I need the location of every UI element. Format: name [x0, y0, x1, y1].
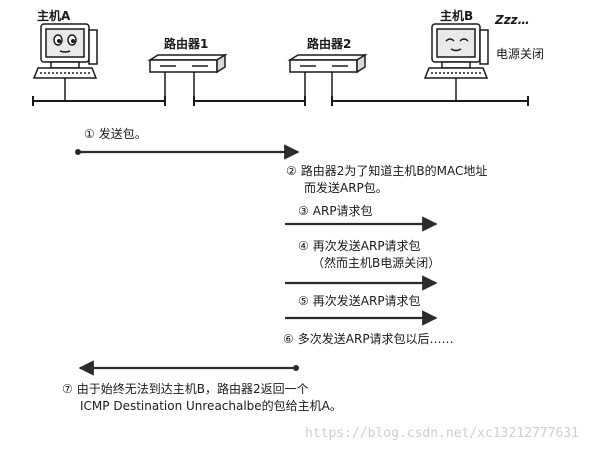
step-2-line-2: 而发送ARP包。 — [304, 181, 388, 195]
step-4-line-2: （然而主机B电源关闭） — [312, 256, 441, 270]
host-a-computer-icon — [32, 23, 98, 101]
arrow-step-7-origin — [293, 365, 299, 371]
watermark: https://blog.csdn.net/xc13212777631 — [305, 426, 579, 441]
step-2-line-1: 路由器2为了知道主机B的MAC地址 — [300, 164, 488, 178]
host-b-label: 主机B — [440, 9, 474, 23]
step-1-line-1: 发送包。 — [98, 127, 147, 141]
step-6-number: ⑥ — [283, 332, 294, 346]
step-4-line-1: 再次发送ARP请求包 — [312, 239, 421, 253]
step-7-number: ⑦ — [62, 382, 73, 396]
step-2-number: ② — [286, 164, 297, 178]
step-4-number: ④ — [298, 239, 309, 253]
sleep-mark: Zzz… — [495, 13, 530, 27]
host-b-computer-icon — [423, 23, 489, 101]
step-6-line-1: 多次发送ARP请求包以后…… — [297, 332, 454, 346]
step-1-number: ① — [84, 127, 95, 141]
host-b-status-label: 电源关闭 — [496, 47, 545, 61]
step-7-line-1: 由于始终无法到达主机B，路由器2返回一个 — [76, 382, 309, 396]
step-5-line-1: 再次发送ARP请求包 — [312, 294, 421, 308]
step-5-number: ⑤ — [298, 294, 309, 308]
network-segments — [32, 96, 529, 106]
host-a-label: 主机A — [37, 9, 71, 23]
arrow-step-1-origin — [75, 149, 81, 155]
step-3-line-1: ARP请求包 — [312, 204, 373, 218]
router-2-icon — [287, 53, 368, 101]
step-3-number: ③ — [298, 204, 309, 218]
step-7-line-2: ICMP Destination Unreachalbe的包给主机A。 — [80, 399, 342, 413]
router-1-label: 路由器1 — [164, 37, 209, 51]
router-2-label: 路由器2 — [307, 37, 352, 51]
router-1-icon — [147, 53, 228, 101]
